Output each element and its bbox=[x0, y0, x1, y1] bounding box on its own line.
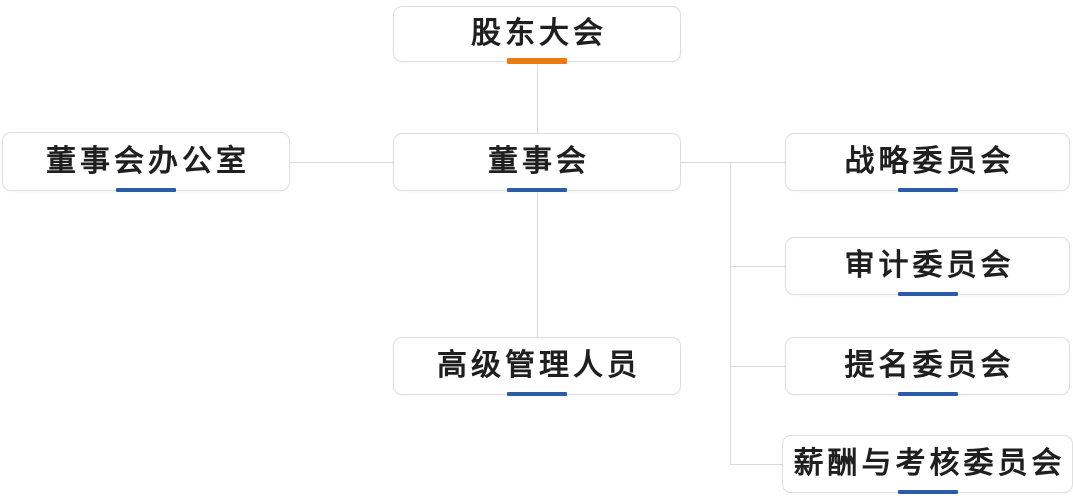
node-audit-committee-label: 审计委员会 bbox=[844, 249, 1015, 282]
node-board-of-directors-label: 董事会 bbox=[488, 145, 590, 178]
connector-trunk-nomination bbox=[730, 366, 785, 367]
connector-shareholders-board bbox=[537, 62, 538, 134]
connector-trunk-compensation bbox=[730, 464, 782, 465]
accent-underline-blue bbox=[116, 188, 176, 192]
accent-underline-blue bbox=[897, 292, 958, 296]
accent-underline-blue bbox=[507, 392, 567, 396]
connector-board-right-trunk bbox=[681, 162, 730, 163]
accent-underline-orange bbox=[507, 58, 567, 64]
connector-right-trunk bbox=[730, 162, 731, 465]
connector-trunk-audit bbox=[730, 266, 785, 267]
connector-trunk-strategy bbox=[730, 162, 785, 163]
connector-board-senior-management bbox=[537, 191, 538, 338]
node-compensation-assessment-committee: 薪酬与考核委员会 bbox=[782, 435, 1073, 494]
node-nomination-committee-label: 提名委员会 bbox=[844, 349, 1015, 382]
accent-underline-blue bbox=[507, 188, 567, 192]
node-senior-management-label: 高级管理人员 bbox=[437, 349, 641, 382]
node-senior-management: 高级管理人员 bbox=[393, 337, 681, 396]
node-compensation-assessment-committee-label: 薪酬与考核委员会 bbox=[793, 447, 1066, 480]
node-board-office-label: 董事会办公室 bbox=[46, 144, 250, 178]
node-strategy-committee-label: 战略委员会 bbox=[844, 145, 1015, 178]
node-board-of-directors: 董事会 bbox=[393, 133, 681, 192]
node-audit-committee: 审计委员会 bbox=[785, 237, 1070, 296]
accent-underline-blue bbox=[897, 490, 958, 494]
node-strategy-committee: 战略委员会 bbox=[785, 133, 1070, 192]
accent-underline-blue bbox=[897, 392, 958, 396]
node-shareholders-meeting-label: 股东大会 bbox=[471, 17, 607, 50]
node-nomination-committee: 提名委员会 bbox=[785, 337, 1070, 396]
node-shareholders-meeting: 股东大会 bbox=[393, 6, 681, 64]
connector-board-office-board bbox=[290, 162, 393, 163]
accent-underline-blue bbox=[897, 188, 958, 192]
node-board-office: 董事会办公室 bbox=[2, 132, 290, 192]
